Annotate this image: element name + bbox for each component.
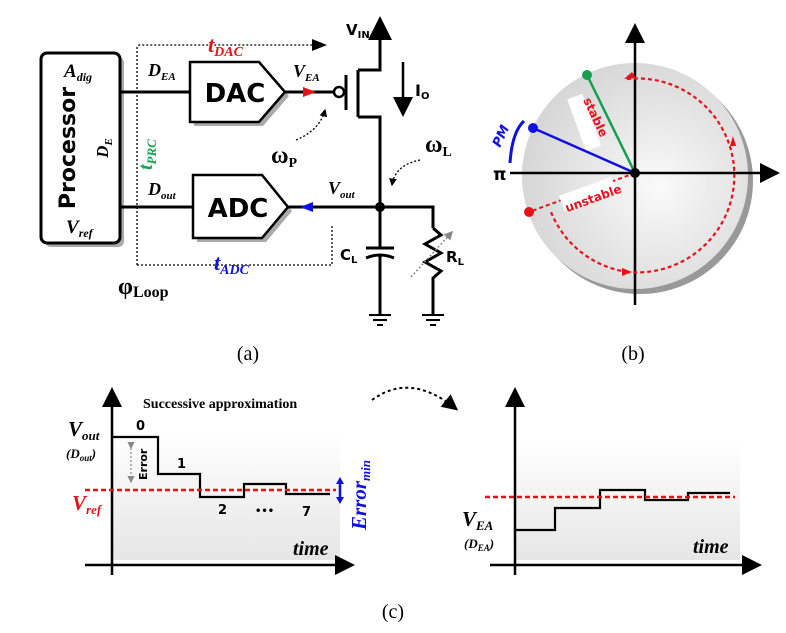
processor-label: Processor [56,87,81,209]
omega-p-label: ωP [271,143,298,171]
unstable-point [524,207,534,217]
step-label: ••• [255,506,274,517]
error-min-label: Errormin [347,460,373,531]
time-label: time [293,538,329,560]
dout-axis-label: (Dout) [66,446,96,463]
step-label: 7 [302,505,311,520]
t-prc-label: tPRC [135,139,159,170]
dea-axis-label: (DEA) [464,536,494,553]
vout-axis-label: Vout [68,417,100,443]
pm-arc [508,119,526,164]
error-min-arrow [336,477,344,504]
pm-vector [532,126,636,175]
v-ea-label: VEA [293,61,320,84]
error-label: Error [137,448,150,480]
stable-point [582,70,592,80]
vea-axis-label: VEA [462,507,494,533]
processor-block [39,51,122,245]
panel-a-circuit: Processor Adig DE Vref DAC DEA VEA VIN I… [39,16,465,326]
ground-icon [369,314,391,326]
pmos-gate-bubble [332,85,346,99]
pm-point [528,123,538,133]
load-capacitor [365,207,395,315]
phase-rotation-arc [549,77,736,274]
c-l-label: CL [340,246,358,266]
t-adc-label: tADC [214,250,250,278]
step-label: 1 [177,457,186,472]
pi-label: π [493,165,506,185]
v-in-label: VIN [346,21,370,41]
v-out-label: Vout [328,178,356,201]
sa-title: Successive approximation [143,397,297,412]
a-dig-label: Adig [63,61,92,84]
load-resistor [421,226,445,315]
panel-c-left-plot: Successive approximation Vout (Dout) Vre… [66,387,373,575]
d-out-label: Dout [147,179,177,202]
time-label: time [693,536,729,558]
phi-loop-label: φLoop [118,274,169,301]
pm-label: PM [490,123,513,150]
d-ea-label: DEA [147,60,176,83]
step-label: 2 [218,503,227,518]
loop-dotted-path [136,44,318,265]
stable-vector [585,74,637,174]
transition-arrow [371,386,459,411]
caption-a: (a) [237,343,259,365]
adc-label: ADC [208,194,269,224]
r-l-label: RL [446,248,465,268]
omega-l-label: ωL [425,132,452,160]
caption-b: (b) [621,343,644,365]
dac-label: DAC [205,79,266,109]
panel-b-phase-plot: π stable PM unstable [490,23,780,305]
i-o-label: IO [415,81,429,102]
d-e-label: DE [93,138,115,159]
ground-icon [422,314,444,326]
step-label: 0 [136,419,145,434]
panel-c-right-plot: VEA (DEA) time [462,387,762,575]
caption-c: (c) [382,601,404,623]
vref-label: Vref [72,491,103,517]
adc-input-arrow [300,202,313,212]
adc-block [191,173,290,240]
v-ref-label: Vref [66,217,94,240]
t-dac-label: tDAC [208,32,244,60]
dac-block [188,60,287,124]
dac-output-arrow [303,87,316,97]
pmos-transistor [356,30,382,207]
